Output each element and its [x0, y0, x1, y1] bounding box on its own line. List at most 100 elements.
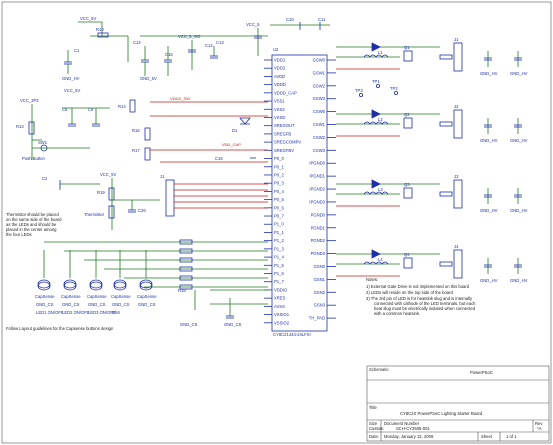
ic-pin-label: VSS2 — [274, 107, 285, 112]
gnd-cs-label: GND_CS — [62, 302, 80, 307]
ic-pin-label: P1_6 — [274, 271, 284, 276]
resistor-bank — [44, 239, 268, 290]
capsense-function-label: LED2 ON/OFF — [62, 310, 90, 315]
capsense-label: CapSense — [61, 294, 81, 299]
ic-u2: U2 CY8C21434-24LFXI VDD1VDD2AVDDVDDDVDDD… — [264, 47, 336, 337]
ic-pin-label: P1_7 — [274, 279, 284, 284]
led-connector-icon — [453, 109, 463, 139]
ic-pin-label: AVSS — [274, 304, 285, 309]
ic-pin-label: CSW1 — [313, 122, 326, 127]
ic-pin-label: SREGFB — [274, 131, 291, 136]
ic-pin-label: TH_PAD — [309, 316, 325, 321]
ic-pin-label: SREGCOMPV — [274, 140, 301, 145]
inductor-label: L3 — [378, 187, 383, 192]
ic-pin-label: P0_5 — [274, 197, 284, 202]
c13-label: C13 — [216, 40, 224, 45]
led-diode-icon — [371, 249, 381, 259]
r18-label: R18 — [178, 288, 186, 293]
ic-pin-label: P0_2 — [274, 172, 284, 177]
ic-pin-label: VDD1 — [274, 58, 286, 63]
bank-resistor — [179, 284, 193, 290]
ic-pin-label: P1_4 — [274, 255, 284, 260]
tb-sheet: 1 of 1 — [506, 434, 517, 439]
c1-label: C1 — [74, 48, 80, 53]
gnd-label: GND_HV — [480, 138, 498, 143]
notes-section: Notes: 1) External Gate Drive is not imp… — [366, 277, 476, 316]
r19-label: R19 — [97, 190, 105, 195]
gnd-label: GND_HV — [510, 138, 528, 143]
note-2: 2) LEDs will reside on the top side of t… — [366, 290, 453, 295]
ic-pin-label: P1_1 — [274, 230, 284, 235]
thermistor-label: Thermistor — [84, 212, 105, 217]
top-supply-section: VCC_5V R10 C1 GND_HV C14 GND_5V C15 VCC_… — [62, 16, 330, 81]
ic-right-pins: GSW0GSW1GSW2GSW3CSW0CSW1CSW2CSW3IPGND0IP… — [309, 58, 336, 321]
net-vcc-5-go: VCC_5_GO — [178, 34, 201, 39]
tb-doc: SCH-CY2505-001 — [396, 426, 430, 431]
ic-left-pins: VDD1VDD2AVDDVDDDVDDD_CAPVSS1VSS2VSSDSREG… — [264, 58, 301, 325]
capsense-function-label: LED1 ON/OFF — [36, 310, 64, 315]
c10-label: C10 — [286, 17, 294, 22]
ic-pin-label: GSW2 — [313, 83, 326, 88]
tp1-label: TP1 — [372, 79, 380, 84]
net-vcc-3: VCC_3P3 — [20, 98, 39, 103]
notes-title: Notes: — [366, 277, 378, 282]
bottom-cluster: R18 GND_CS GND_CS — [178, 288, 268, 327]
ic-pin-label: P0_4 — [274, 189, 284, 194]
led-diode-icon — [371, 179, 381, 189]
connector-label: J3 — [454, 174, 459, 179]
ic-pin-label: AVDD — [274, 74, 285, 79]
ic-pin-label: PGND0 — [311, 212, 326, 217]
diode-d1-icon — [239, 117, 251, 125]
ic-pin-label: IPGND2 — [309, 187, 325, 192]
gnd-5v-1: GND_5V — [140, 76, 157, 81]
ic-partnumber: CY8C21434-24LFXI — [273, 332, 311, 337]
ic-pin-label: SREGOUT — [274, 123, 295, 128]
c15-label: C15 — [165, 52, 173, 57]
thermistor-note-l1: Thermistor should be placed — [6, 212, 60, 217]
ic-pin-label: VDDD — [274, 82, 286, 87]
ic-pin-label: VDDD_CAP — [274, 90, 297, 95]
tb-size: Custom — [369, 426, 384, 431]
ic-pin-label: CSW2 — [313, 135, 326, 140]
ic-refdes: U2 — [273, 47, 279, 52]
gnd-label: GND_HV — [480, 208, 498, 213]
ic-pin-label: GSN0 — [314, 264, 326, 269]
note-3-l4: with a common heatsink. — [374, 311, 420, 316]
ic-pin-label: P0_0 — [274, 156, 284, 161]
gnd-cs-label: GND_CS — [224, 322, 242, 327]
mosfet-label: Q1 — [404, 45, 410, 50]
led-diode-icon — [371, 109, 381, 119]
ic-pin-label: VDDIO — [274, 287, 288, 292]
note-3-l2: connected with cathode of the LED termin… — [374, 301, 476, 306]
push-button-section: VCC_3P3 R13 SW1 Push Button C8 C9 VCC_5V… — [16, 88, 110, 190]
ic-pin-label: GSW0 — [313, 58, 326, 63]
ic-pin-label: VSSIO2 — [274, 320, 290, 325]
ic-pin-label: VSSIO1 — [274, 312, 290, 317]
ic-pin-label: VSSD — [274, 115, 285, 120]
c8-label: C8 — [62, 107, 68, 112]
ic-pin-label: GSN2 — [314, 290, 326, 295]
ic-pin-label: IPGND3 — [309, 199, 325, 204]
r10-label: R10 — [96, 27, 104, 32]
inductor-label: L1 — [378, 50, 383, 55]
mosfet-label: Q2 — [404, 112, 410, 117]
capsense-pad-icon — [63, 281, 77, 291]
title-block: Schematic PowerPSoC Title CY8C2X PowerPS… — [366, 365, 550, 442]
c12-label: C12 — [205, 43, 213, 48]
inductor-icon — [363, 54, 389, 58]
capsense-pad-icon — [37, 279, 51, 289]
capsense-function-label: LED3 ON/OFF — [88, 310, 116, 315]
capsense-label: CapSense — [137, 294, 157, 299]
c2-label: C2 — [42, 176, 48, 181]
ic-pin-label: P1_3 — [274, 246, 284, 251]
ic-pin-label: PGND1 — [311, 225, 326, 230]
sreg-net: VDDD_SW — [170, 96, 190, 101]
gnd-cs-label: GND_CS — [36, 302, 54, 307]
c11-label: C11 — [318, 17, 326, 22]
capsense-function-label: DIM — [112, 310, 120, 315]
